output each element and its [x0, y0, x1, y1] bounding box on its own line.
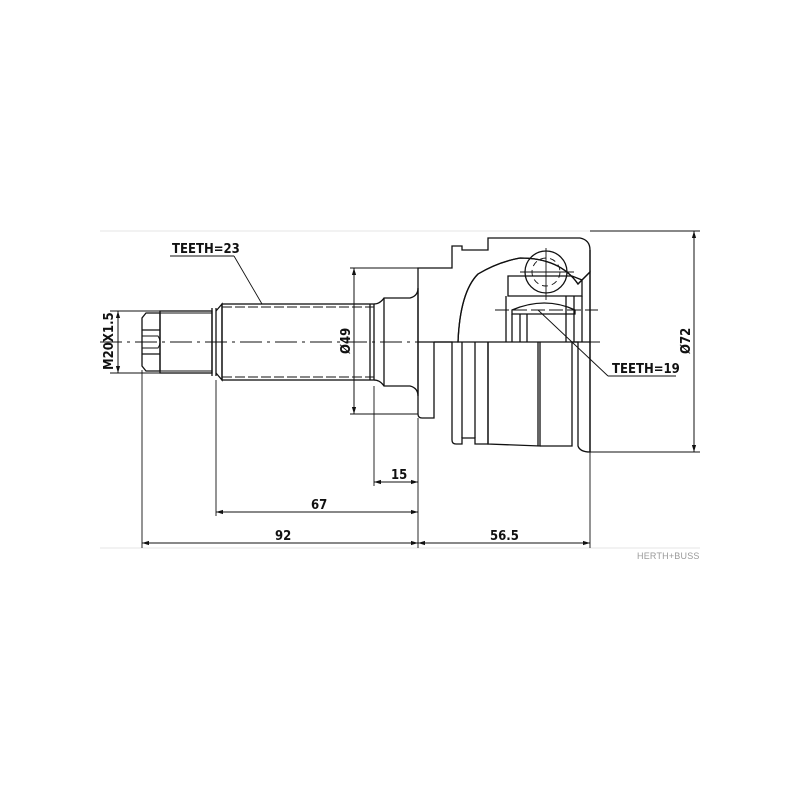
leader-lines	[170, 255, 676, 377]
dim-15-label: 15	[391, 468, 407, 483]
dim-56-5-label: 56.5	[490, 529, 519, 544]
housing-outer	[417, 250, 591, 453]
dim-67-label: 67	[311, 498, 327, 513]
dim-92-label: 92	[275, 529, 291, 544]
outer-diameter-label: Ø72	[679, 328, 694, 354]
teeth-19-label: TEETH=19	[612, 362, 680, 377]
shaft-diameter-label: Ø49	[339, 328, 354, 354]
teeth-23-label: TEETH=23	[172, 242, 240, 257]
brand-logo: HERTH+BUSS	[637, 551, 700, 561]
extension-lines	[110, 230, 700, 548]
thread-label: M20X1.5	[102, 312, 117, 370]
housing-section	[417, 237, 598, 343]
frame-lines	[100, 230, 700, 549]
dimension-lines	[115, 231, 697, 546]
